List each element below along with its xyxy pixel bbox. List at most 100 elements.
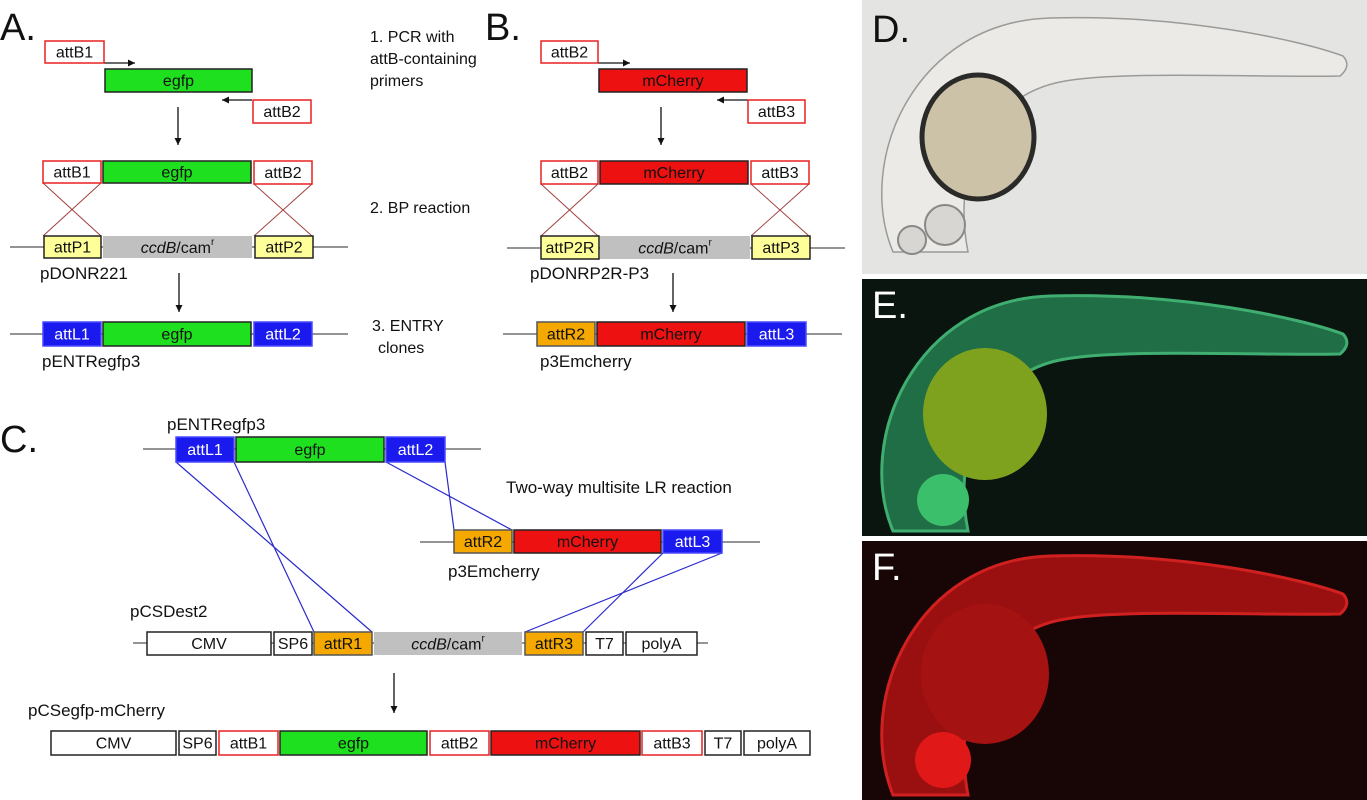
attp3-b-label: attP3 xyxy=(762,240,799,257)
attb2-product-label: attB2 xyxy=(441,736,478,753)
attp3-b: attP3 xyxy=(751,235,811,260)
step3-line2: clones xyxy=(378,340,424,357)
egfp-pcr-a-label: egfp xyxy=(163,73,194,90)
panel-label-a: A. xyxy=(0,7,36,49)
attl1-c-label: attL1 xyxy=(187,442,223,459)
primer-arrow-rev-b-head xyxy=(717,96,724,104)
ccdb-rest: /cam xyxy=(674,240,709,257)
attl1-a-label: attL1 xyxy=(54,327,90,344)
mcherry-b: mCherry xyxy=(599,160,749,185)
primer-attb1-a-label: attB1 xyxy=(56,45,93,62)
attl1-c: attL1 xyxy=(175,436,235,463)
lr-line xyxy=(233,461,315,633)
attb3-product: attB3 xyxy=(641,730,703,756)
primer-arrow-fwd-b-head xyxy=(623,59,630,67)
attr2-b: attR2 xyxy=(536,321,596,347)
primer-attb2-b: attB2 xyxy=(540,40,599,64)
down-arrow-a2-head xyxy=(175,305,183,312)
mcherry-c: mCherry xyxy=(513,529,662,554)
donor-name-b: pDONRP2R-P3 xyxy=(530,264,649,283)
reaction-label: Two-way multisite LR reaction xyxy=(506,478,732,497)
entry-name-a: pENTRegfp3 xyxy=(42,352,140,371)
entry2-name-c: p3Emcherry xyxy=(448,562,540,581)
polya-dest: polyA xyxy=(625,631,698,656)
step3-line1: 3. ENTRY xyxy=(372,318,444,335)
attp2-a-label: attP2 xyxy=(265,240,302,257)
attr2-c-label: attR2 xyxy=(464,534,502,551)
attl2-c-label: attL2 xyxy=(398,442,434,459)
attr3-dest: attR3 xyxy=(524,631,584,656)
attb1-product: attB1 xyxy=(218,730,279,756)
photo-f-mcherry: F. xyxy=(862,541,1367,800)
attp1-a: attP1 xyxy=(43,235,102,259)
primer-attb3-b: attB3 xyxy=(747,99,806,124)
down-arrow-c-head xyxy=(390,706,398,713)
attr3-dest-label: attR3 xyxy=(535,636,573,653)
egfp-c-label: egfp xyxy=(294,442,325,459)
ccdb-italic: ccdB xyxy=(141,240,177,257)
sp6-product: SP6 xyxy=(178,730,217,756)
attp1-a-label: attP1 xyxy=(54,240,91,257)
photo-d-brightfield: D. xyxy=(862,0,1367,274)
step1-line3: primers xyxy=(370,73,423,90)
ccdb-sup: r xyxy=(481,634,485,645)
primer-attb2-a-label: attB2 xyxy=(263,104,300,121)
polya-product: polyA xyxy=(743,730,811,756)
ccdb-b: ccdB/camr xyxy=(600,236,750,259)
mcherry-entry-b-label: mCherry xyxy=(640,327,701,344)
ccdb-cam-label: ccdB/camr xyxy=(141,237,215,257)
t7-dest-label: T7 xyxy=(595,636,614,653)
egfp-entry-a-label: egfp xyxy=(161,327,192,344)
egfp-a-label: egfp xyxy=(161,165,192,182)
primer-arrow-fwd-a-head xyxy=(128,59,135,67)
step2-text: 2. BP reaction xyxy=(370,200,470,217)
step1-line2: attB-containing xyxy=(370,51,477,68)
mcherry-b-label: mCherry xyxy=(643,165,704,182)
lr-line xyxy=(524,552,723,633)
entry1-name-c: pENTRegfp3 xyxy=(167,415,265,434)
sp6-product-label: SP6 xyxy=(182,736,212,753)
attb2-product: attB2 xyxy=(429,730,490,756)
egfp-entry-a: egfp xyxy=(102,321,252,347)
attr2-c: attR2 xyxy=(453,529,513,554)
attb2-b: attB2 xyxy=(540,160,599,185)
attp2r-b: attP2R xyxy=(540,235,600,260)
crossover-line xyxy=(253,183,313,237)
attl3-b-label: attL3 xyxy=(759,327,795,344)
entry-name-b: p3Emcherry xyxy=(540,352,632,371)
cmv-dest: CMV xyxy=(146,631,272,656)
attp2-a: attP2 xyxy=(254,235,314,259)
t7-product: T7 xyxy=(704,730,742,756)
down-arrow-b1-head xyxy=(657,138,665,145)
ccdb-cam-label: ccdB/camr xyxy=(638,238,712,258)
t7-product-label: T7 xyxy=(714,736,733,753)
step1-line1: 1. PCR with xyxy=(370,29,454,46)
cmv-product: CMV xyxy=(50,730,177,756)
attb3-b: attB3 xyxy=(750,160,810,185)
egfp-product-label: egfp xyxy=(338,736,369,753)
cmv-dest-label: CMV xyxy=(191,636,227,653)
attr1-dest-label: attR1 xyxy=(324,636,362,653)
photo-e-gfp: E. xyxy=(862,279,1367,536)
panel-label-f: F. xyxy=(872,547,902,589)
ccdb-rest: /cam xyxy=(176,240,211,257)
ccdb-sup: r xyxy=(708,238,712,249)
ccdb-italic: ccdB xyxy=(411,636,447,653)
mcherry-product: mCherry xyxy=(490,730,641,756)
primer-attb3-b-label: attB3 xyxy=(758,104,795,121)
attl3-c: attL3 xyxy=(662,529,723,554)
polya-dest-label: polyA xyxy=(641,636,681,653)
attb1-a-label: attB1 xyxy=(53,165,90,182)
attl2-c: attL2 xyxy=(385,436,446,463)
panel-label-e: E. xyxy=(872,285,908,327)
attb1-product-label: attB1 xyxy=(230,736,267,753)
donor-name-a: pDONR221 xyxy=(40,264,128,283)
attb2-a: attB2 xyxy=(253,160,313,185)
panel-label-b: B. xyxy=(485,7,521,49)
ccdb-sup: r xyxy=(211,237,215,248)
mcherry-pcr-b-label: mCherry xyxy=(642,73,703,90)
attb3-b-label: attB3 xyxy=(761,165,798,182)
primer-arrow-rev-a-head xyxy=(222,96,229,104)
attl1-a: attL1 xyxy=(42,321,102,347)
attb3-product-label: attB3 xyxy=(653,736,690,753)
